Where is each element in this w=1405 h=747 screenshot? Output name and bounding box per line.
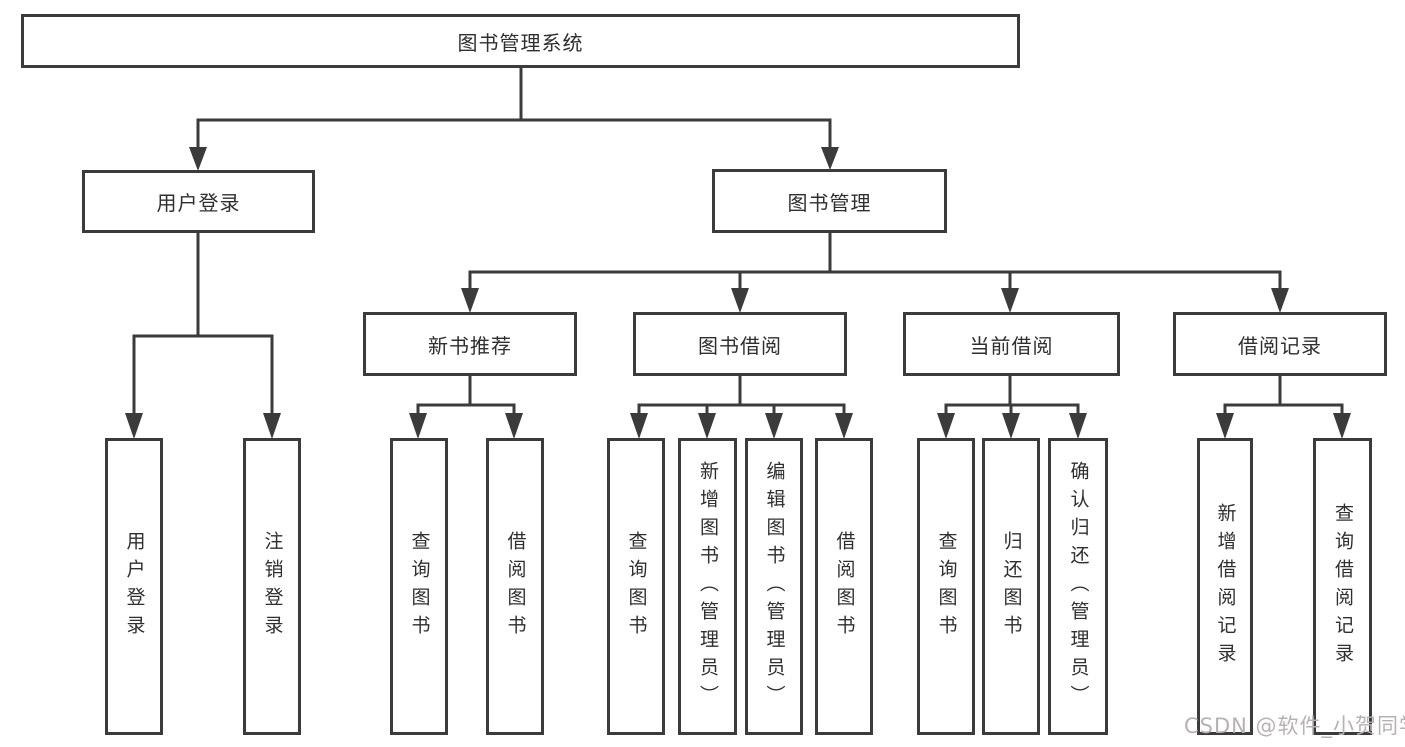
leaf-current-confirm-return-admin: 确认归还（管理员） [1048,438,1108,735]
node-book-management: 图书管理 [712,169,947,233]
node-label: 图书管理系统 [457,30,584,55]
leaf-label: 新增借阅记录 [1214,502,1237,671]
node-label: 用户登录 [156,191,241,215]
node-book-borrowing: 图书借阅 [633,312,847,376]
leaf-borrow-add-book-admin: 新增图书（管理员） [678,438,737,735]
node-borrowing-records: 借阅记录 [1173,312,1387,376]
node-current-borrowing: 当前借阅 [903,312,1120,376]
leaf-newrec-query-book: 查询图书 [390,438,448,735]
leaf-current-return-book: 归还图书 [982,438,1040,735]
node-label: 新书推荐 [428,333,512,358]
leaf-borrow-query-book: 查询图书 [607,438,665,735]
leaf-label: 编辑图书（管理员） [763,460,786,713]
leaf-label: 借阅图书 [833,530,856,643]
leaf-label: 查询图书 [935,530,958,643]
leaf-label: 确认归还（管理员） [1067,460,1090,713]
leaf-label: 查询图书 [408,530,431,643]
leaf-newrec-borrow-book: 借阅图书 [486,438,544,735]
leaf-label: 查询借阅记录 [1332,502,1354,671]
node-label: 借阅记录 [1238,333,1322,358]
node-label: 图书借阅 [698,333,782,358]
leaf-current-query-book: 查询图书 [917,438,975,735]
leaf-borrow-borrow-book: 借阅图书 [815,438,873,735]
leaf-user-login: 用户登录 [105,438,163,735]
node-label: 当前借阅 [969,333,1054,358]
leaf-records-add-borrow-record: 新增借阅记录 [1197,438,1253,735]
node-label: 图书管理 [787,190,872,215]
leaf-label: 借阅图书 [504,530,527,643]
leaf-label: 新增图书（管理员） [697,460,719,713]
leaf-label: 归还图书 [1000,530,1023,643]
node-user-login: 用户登录 [82,170,315,233]
node-new-book-recommend: 新书推荐 [363,312,577,376]
leaf-logout-login: 注销登录 [243,438,301,735]
leaf-records-query-borrow-record: 查询借阅记录 [1313,438,1372,735]
leaf-label: 查询图书 [625,530,648,643]
node-library-system: 图书管理系统 [21,14,1020,68]
leaf-borrow-edit-book-admin: 编辑图书（管理员） [745,438,803,735]
leaf-label: 用户登录 [123,530,146,643]
leaf-label: 注销登录 [261,530,284,643]
watermark: CSDN @软件_小贺同学 [1184,714,1405,738]
